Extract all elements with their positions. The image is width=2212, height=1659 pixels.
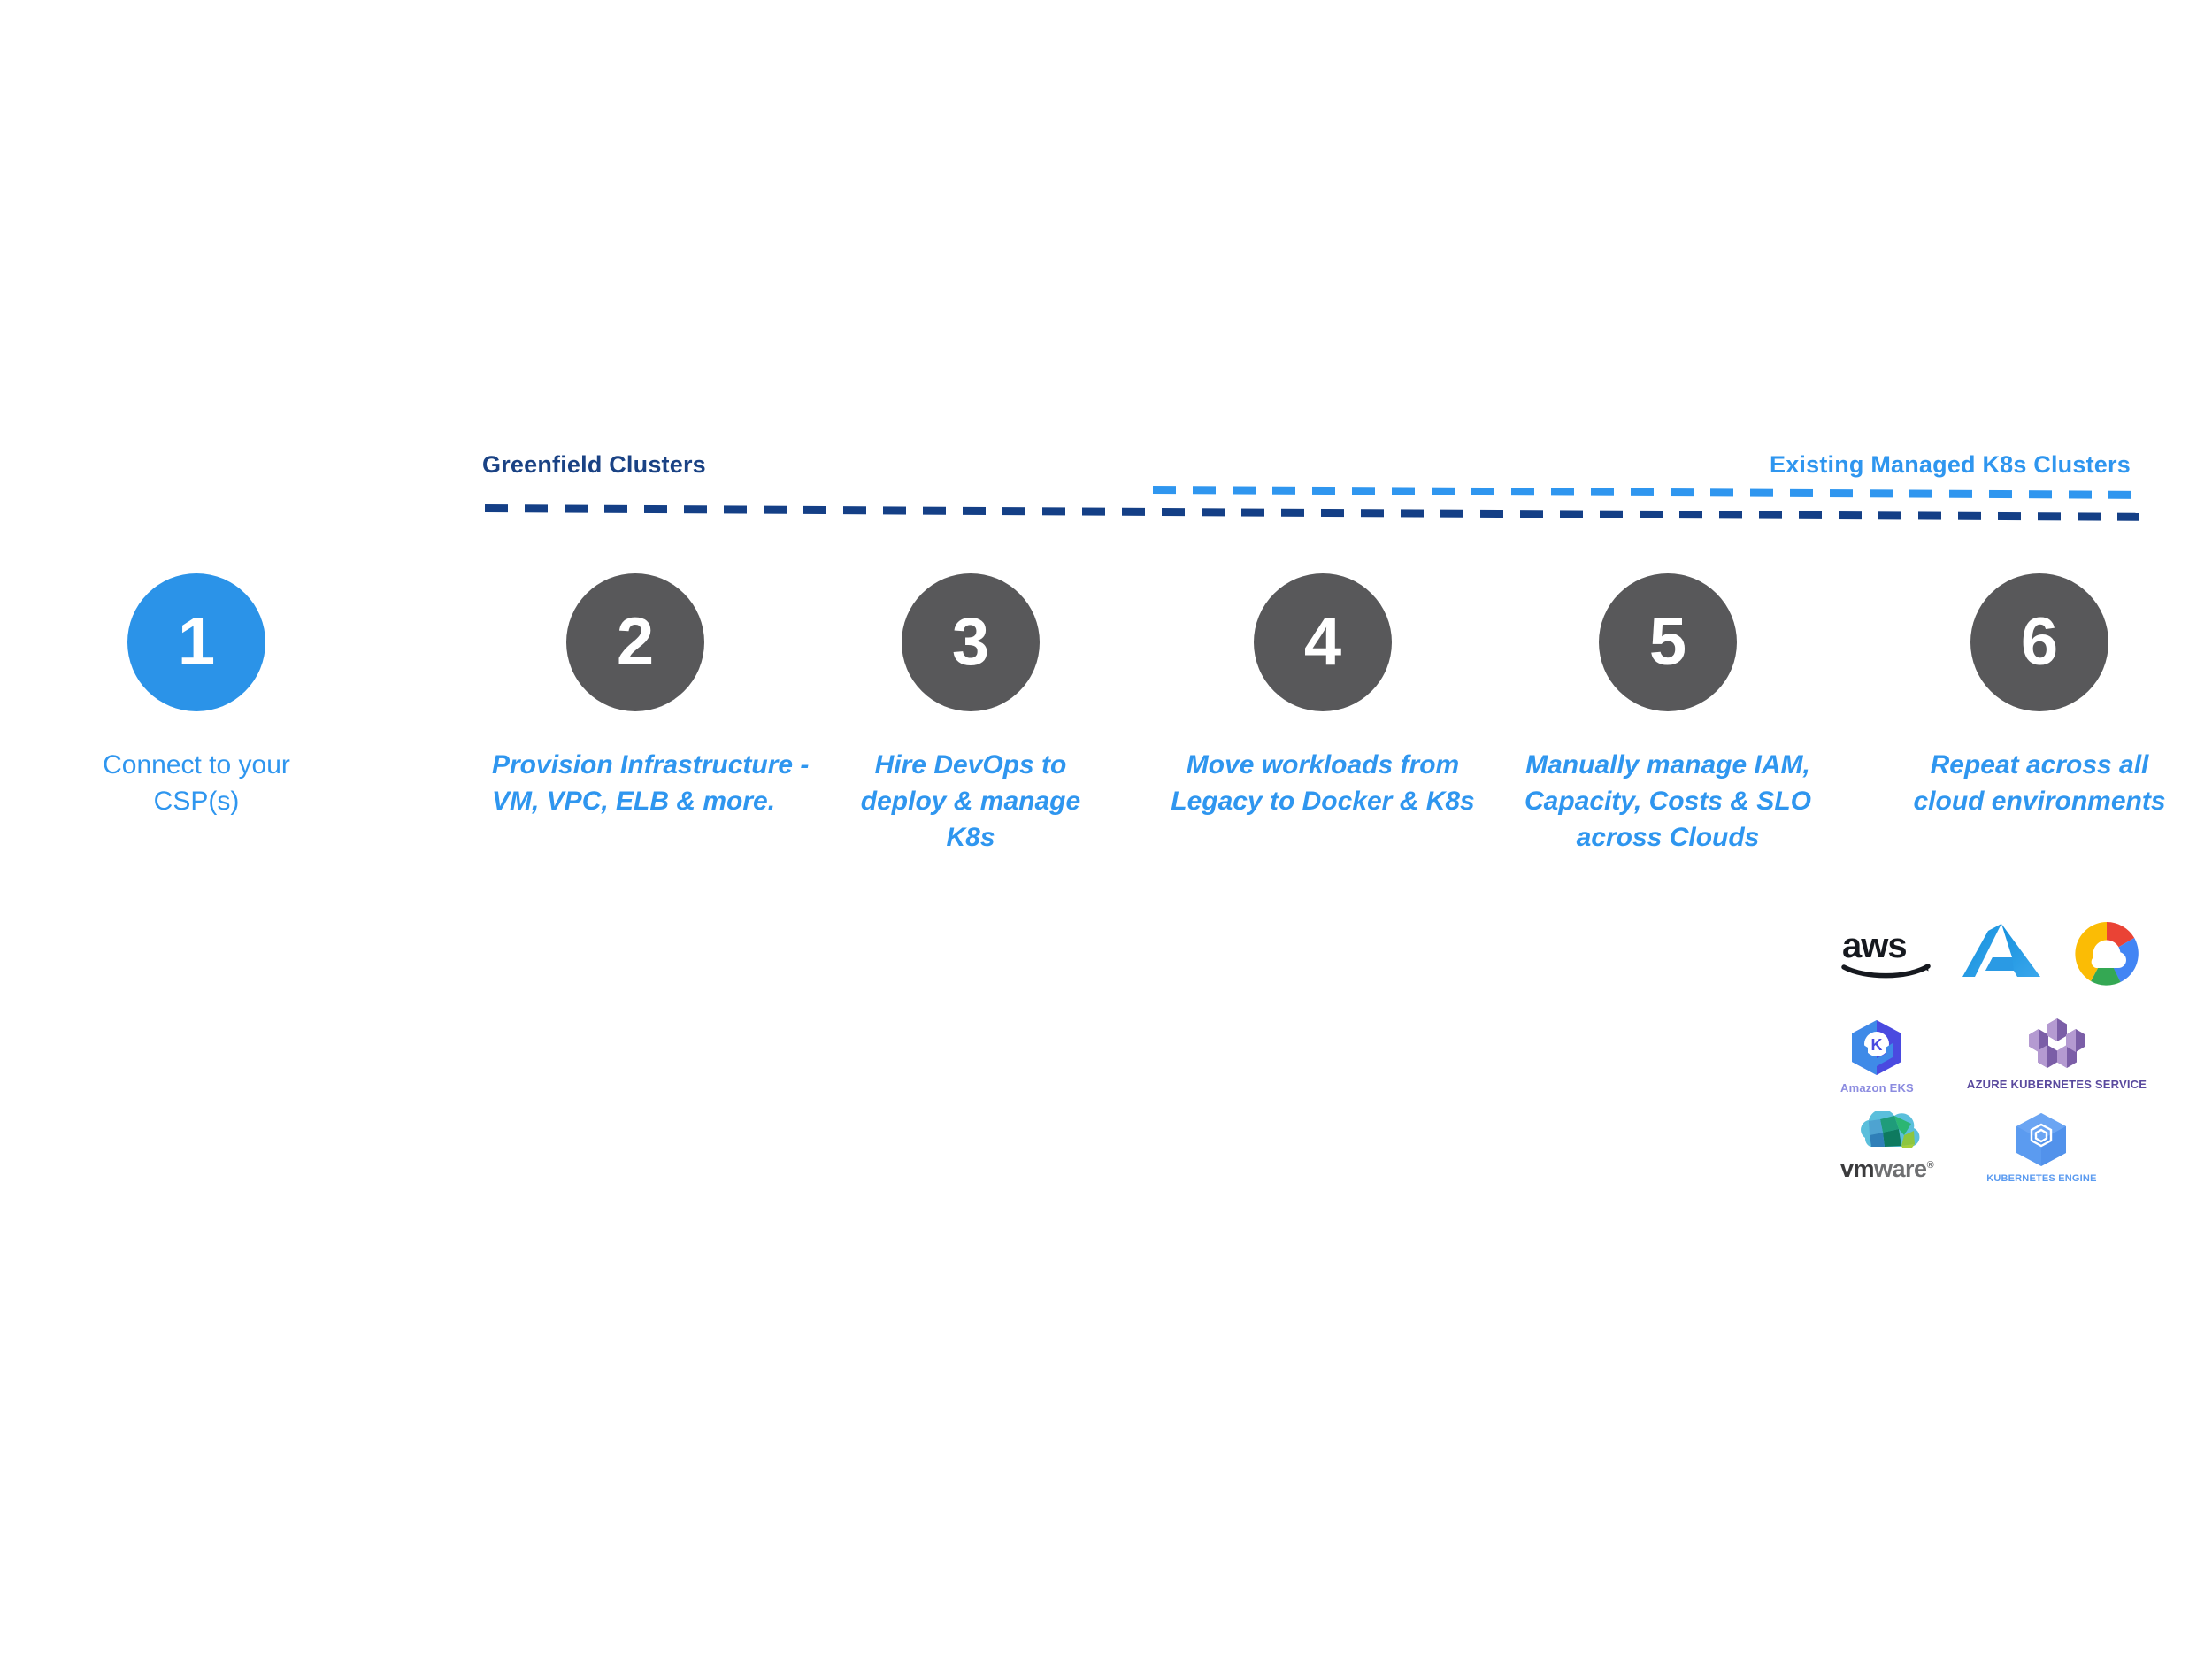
step-3-circle: 3 xyxy=(902,573,1040,711)
step-3[interactable]: 3 Hire DevOps to deploy & manage K8s xyxy=(842,573,1099,856)
google-cloud-logo-icon xyxy=(2074,921,2139,986)
greenfield-clusters-dashed-line xyxy=(484,504,2139,521)
existing-managed-k8s-clusters-label: Existing Managed K8s Clusters xyxy=(1770,451,2131,478)
aws-logo: aws xyxy=(1840,927,1938,980)
amazon-eks-logo-icon: K xyxy=(1852,1020,1902,1075)
azure-kubernetes-service-caption: AZURE KUBERNETES SERVICE xyxy=(1966,1078,2147,1091)
step-2-circle: 2 xyxy=(566,573,704,711)
existing-clusters-dashed-line xyxy=(1152,486,2140,499)
step-1-circle: 1 xyxy=(127,573,265,711)
google-kubernetes-engine-caption: KUBERNETES ENGINE xyxy=(1986,1172,2097,1184)
step-6-caption: Repeat across all cloud environments xyxy=(1913,750,2166,817)
azure-logo-icon xyxy=(1962,923,2040,977)
azure-logo xyxy=(1959,922,2043,986)
step-4[interactable]: 4 Move workloads from Legacy to Docker &… xyxy=(1168,573,1478,819)
step-4-circle: 4 xyxy=(1254,573,1392,711)
step-4-caption: Move workloads from Legacy to Docker & K… xyxy=(1171,750,1475,817)
step-4-number: 4 xyxy=(1303,604,1342,680)
vmware-logo: vmware® xyxy=(1840,1110,1934,1182)
vmware-wordmark: vmware® xyxy=(1840,1155,1934,1182)
managed-k8s-logo-row-b: vmware® KUBERNETES ENGINE xyxy=(1840,1110,2212,1185)
step-5-number: 5 xyxy=(1648,604,1687,680)
google-kubernetes-engine-logo: KUBERNETES ENGINE xyxy=(1986,1111,2096,1185)
cloud-provider-logo-cloud: aws xyxy=(1840,911,2212,1239)
step-6[interactable]: 6 Repeat across all cloud environments xyxy=(1893,573,2185,819)
step-1-number: 1 xyxy=(177,604,216,680)
step-5[interactable]: 5 Manually manage IAM, Capacity, Costs &… xyxy=(1513,573,1823,856)
amazon-eks-logo: K Amazon EKS xyxy=(1840,1017,1914,1095)
google-cloud-logo xyxy=(2064,918,2148,989)
step-3-caption: Hire DevOps to deploy & manage K8s xyxy=(860,750,1081,853)
step-2[interactable]: 2 Provision Infrastructure - VM, VPC, EL… xyxy=(492,573,810,819)
step-6-number: 6 xyxy=(2020,604,2059,680)
aws-logo-icon: aws xyxy=(1841,927,1931,978)
managed-k8s-logo-row-a: K Amazon EKS xyxy=(1840,1017,2212,1095)
step-5-circle: 5 xyxy=(1599,573,1737,711)
step-1-caption: Connect to your CSP(s) xyxy=(103,750,290,817)
step-3-number: 3 xyxy=(951,604,990,680)
step-6-circle: 6 xyxy=(1970,573,2108,711)
greenfield-clusters-label: Greenfield Clusters xyxy=(482,451,706,478)
step-5-caption: Manually manage IAM, Capacity, Costs & S… xyxy=(1525,750,1811,853)
google-kubernetes-engine-logo-icon xyxy=(2016,1112,2067,1166)
azure-kubernetes-service-logo-icon xyxy=(2028,1018,2085,1068)
step-2-caption: Provision Infrastructure - VM, VPC, ELB … xyxy=(492,750,810,817)
svg-text:K: K xyxy=(1871,1036,1883,1054)
vmware-logo-icon xyxy=(1860,1110,1919,1148)
step-1[interactable]: 1 Connect to your CSP(s) xyxy=(58,573,334,819)
azure-kubernetes-service-logo: AZURE KUBERNETES SERVICE xyxy=(1967,1017,2147,1092)
step-2-number: 2 xyxy=(616,604,655,680)
svg-text:aws: aws xyxy=(1842,927,1907,965)
csp-logo-row: aws xyxy=(1840,911,2212,995)
amazon-eks-caption: Amazon EKS xyxy=(1840,1081,1914,1094)
